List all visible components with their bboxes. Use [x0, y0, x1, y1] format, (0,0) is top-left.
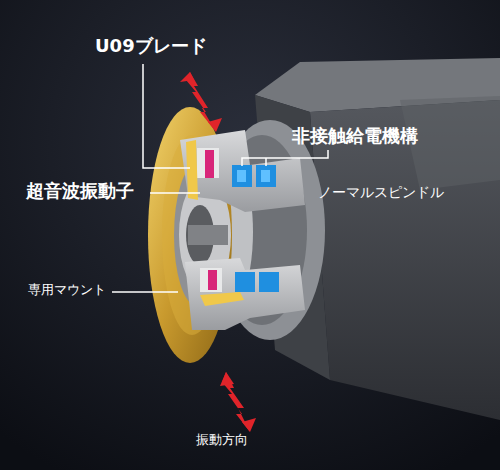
part-label: 超音波振動子 [26, 181, 134, 202]
part-label: 専用マウント [28, 283, 106, 298]
part-label: 非接触給電機構 [292, 126, 418, 147]
part-label: ノーマルスピンドル [318, 184, 444, 200]
part-label: U09ブレード [95, 36, 207, 57]
direction-label: 振動方向 [196, 433, 248, 448]
